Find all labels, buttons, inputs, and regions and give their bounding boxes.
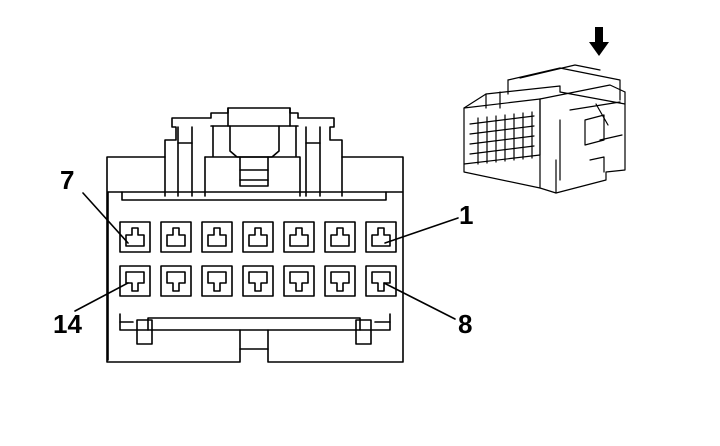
cavity-pin-2 — [324, 221, 356, 253]
pin-label-1: 1 — [459, 200, 474, 230]
leader-line-pin-14 — [74, 282, 129, 312]
cavity-pin-1 — [365, 221, 397, 253]
terminal-cavities — [119, 221, 397, 297]
pin-label-14: 14 — [53, 309, 82, 339]
leader-line-pin-1 — [384, 217, 459, 244]
leader-line-pin-7 — [82, 192, 129, 244]
cavity-pin-11 — [242, 265, 274, 297]
connector-isometric-view — [463, 64, 626, 194]
cavity-pin-5 — [201, 221, 233, 253]
cavity-pin-12 — [201, 265, 233, 297]
cavity-pin-3 — [283, 221, 315, 253]
arrow-down-icon — [589, 27, 609, 56]
leader-lines — [74, 192, 459, 320]
pin-label-7: 7 — [60, 165, 75, 195]
cavity-pin-6 — [160, 221, 192, 253]
cavity-pin-7 — [119, 221, 151, 253]
cavity-pin-9 — [324, 265, 356, 297]
cavity-pin-10 — [283, 265, 315, 297]
cavity-pin-13 — [160, 265, 192, 297]
cavity-pin-14 — [119, 265, 151, 297]
connector-housing — [106, 107, 404, 363]
leader-line-pin-8 — [383, 282, 456, 320]
pin-label-8: 8 — [458, 309, 473, 339]
cavity-pin-8 — [365, 265, 397, 297]
cavity-pin-4 — [242, 221, 274, 253]
